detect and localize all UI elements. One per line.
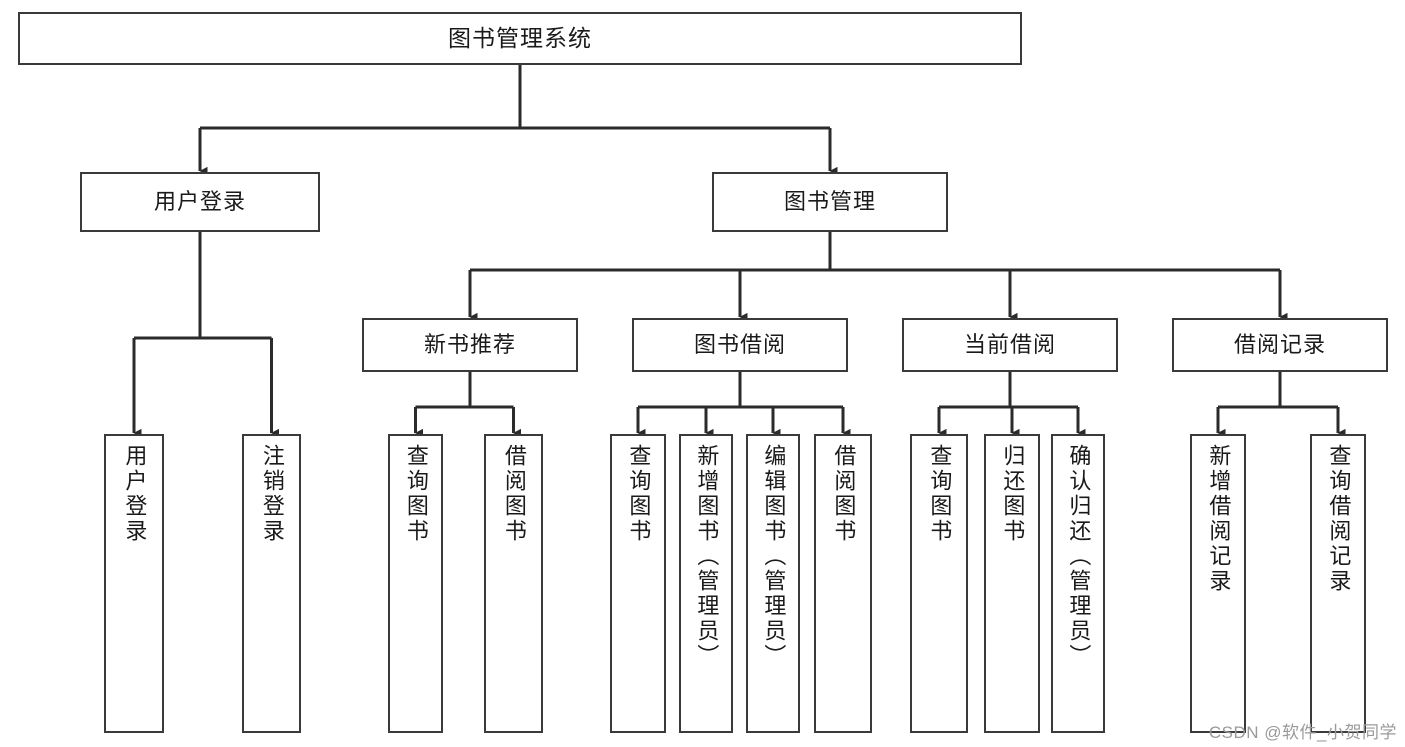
- node-label: 图书管理: [783, 188, 876, 214]
- node-label: 查询图书: [927, 444, 953, 544]
- node-leaf-q2[interactable]: 查询图书: [610, 434, 666, 733]
- node-label: 新增图书（管理员）: [694, 444, 720, 669]
- node-borrow[interactable]: 图书借阅: [632, 318, 848, 372]
- node-newbook[interactable]: 新书推荐: [362, 318, 578, 372]
- csdn-watermark: CSDN @软件_小贺同学: [1208, 723, 1397, 742]
- node-label: 新增借阅记录: [1206, 444, 1232, 594]
- node-bookmgmt[interactable]: 图书管理: [712, 172, 948, 232]
- node-label: 借阅记录: [1233, 331, 1326, 357]
- node-current[interactable]: 当前借阅: [902, 318, 1118, 372]
- node-label: 注销登录: [259, 444, 285, 544]
- node-label: 借阅图书: [501, 444, 527, 544]
- node-label: 查询图书: [403, 444, 429, 544]
- node-leaf-q1[interactable]: 查询图书: [388, 434, 443, 733]
- node-leaf-add[interactable]: 新增图书（管理员）: [679, 434, 733, 733]
- node-leaf-b2[interactable]: 借阅图书: [814, 434, 872, 733]
- node-leaf-conf[interactable]: 确认归还（管理员）: [1051, 434, 1105, 733]
- node-label: 借阅图书: [831, 444, 857, 544]
- node-leaf-ret[interactable]: 归还图书: [984, 434, 1040, 733]
- node-label: 当前借阅: [963, 331, 1056, 357]
- node-label: 新书推荐: [423, 331, 516, 357]
- node-root[interactable]: 图书管理系统: [18, 12, 1022, 65]
- node-leaf-addrec[interactable]: 新增借阅记录: [1190, 434, 1246, 733]
- node-leaf-edit[interactable]: 编辑图书（管理员）: [746, 434, 800, 733]
- node-login[interactable]: 用户登录: [80, 172, 320, 232]
- node-leaf-login[interactable]: 用户登录: [104, 434, 164, 733]
- node-label: 用户登录: [153, 188, 246, 214]
- node-leaf-qrec[interactable]: 查询借阅记录: [1310, 434, 1366, 733]
- node-leaf-b1[interactable]: 借阅图书: [484, 434, 543, 733]
- node-label: 归还图书: [1000, 444, 1026, 544]
- node-label: 用户登录: [122, 444, 148, 544]
- node-label: 图书借阅: [693, 331, 786, 357]
- node-label: 图书管理系统: [448, 24, 592, 51]
- node-label: 查询图书: [626, 444, 652, 544]
- node-leaf-logout[interactable]: 注销登录: [242, 434, 301, 733]
- node-label: 编辑图书（管理员）: [761, 444, 787, 669]
- node-label: 查询借阅记录: [1326, 444, 1352, 594]
- node-leaf-q3[interactable]: 查询图书: [910, 434, 968, 733]
- node-records[interactable]: 借阅记录: [1172, 318, 1388, 372]
- node-label: 确认归还（管理员）: [1066, 444, 1092, 669]
